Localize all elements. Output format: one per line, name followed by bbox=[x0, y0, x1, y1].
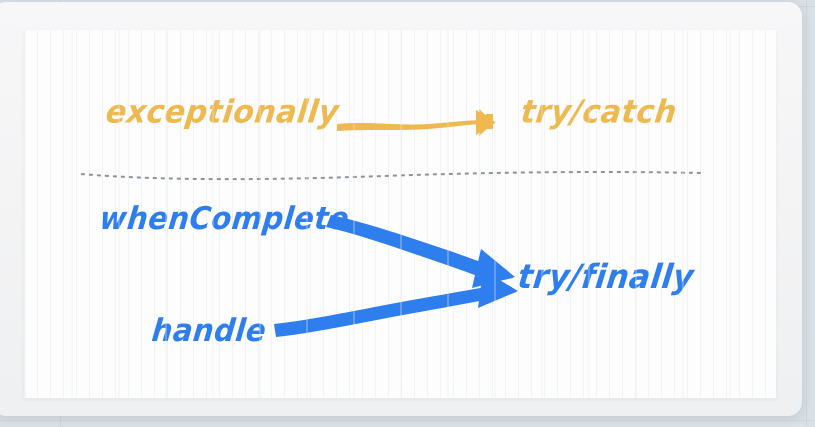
label-try-finally[interactable]: try/finally bbox=[515, 257, 697, 297]
arrow-exceptionally-to-try-catch bbox=[337, 109, 496, 136]
label-handle[interactable]: handle bbox=[150, 311, 269, 349]
label-when-complete[interactable]: whenComplete bbox=[98, 199, 352, 237]
whiteboard-canvas[interactable]: exceptionally try/catch whenComplete try… bbox=[24, 30, 776, 398]
arrow-handle-to-try-finally bbox=[274, 270, 518, 337]
backdrop-seam-bottom bbox=[0, 420, 815, 421]
slide-shell: exceptionally try/catch whenComplete try… bbox=[0, 2, 802, 416]
dashed-divider bbox=[80, 171, 702, 181]
backdrop-seam-right bbox=[806, 0, 807, 427]
label-exceptionally[interactable]: exceptionally bbox=[103, 93, 342, 132]
arrow-when-complete-to-try-finally bbox=[326, 215, 515, 288]
label-try-catch[interactable]: try/catch bbox=[518, 93, 680, 132]
